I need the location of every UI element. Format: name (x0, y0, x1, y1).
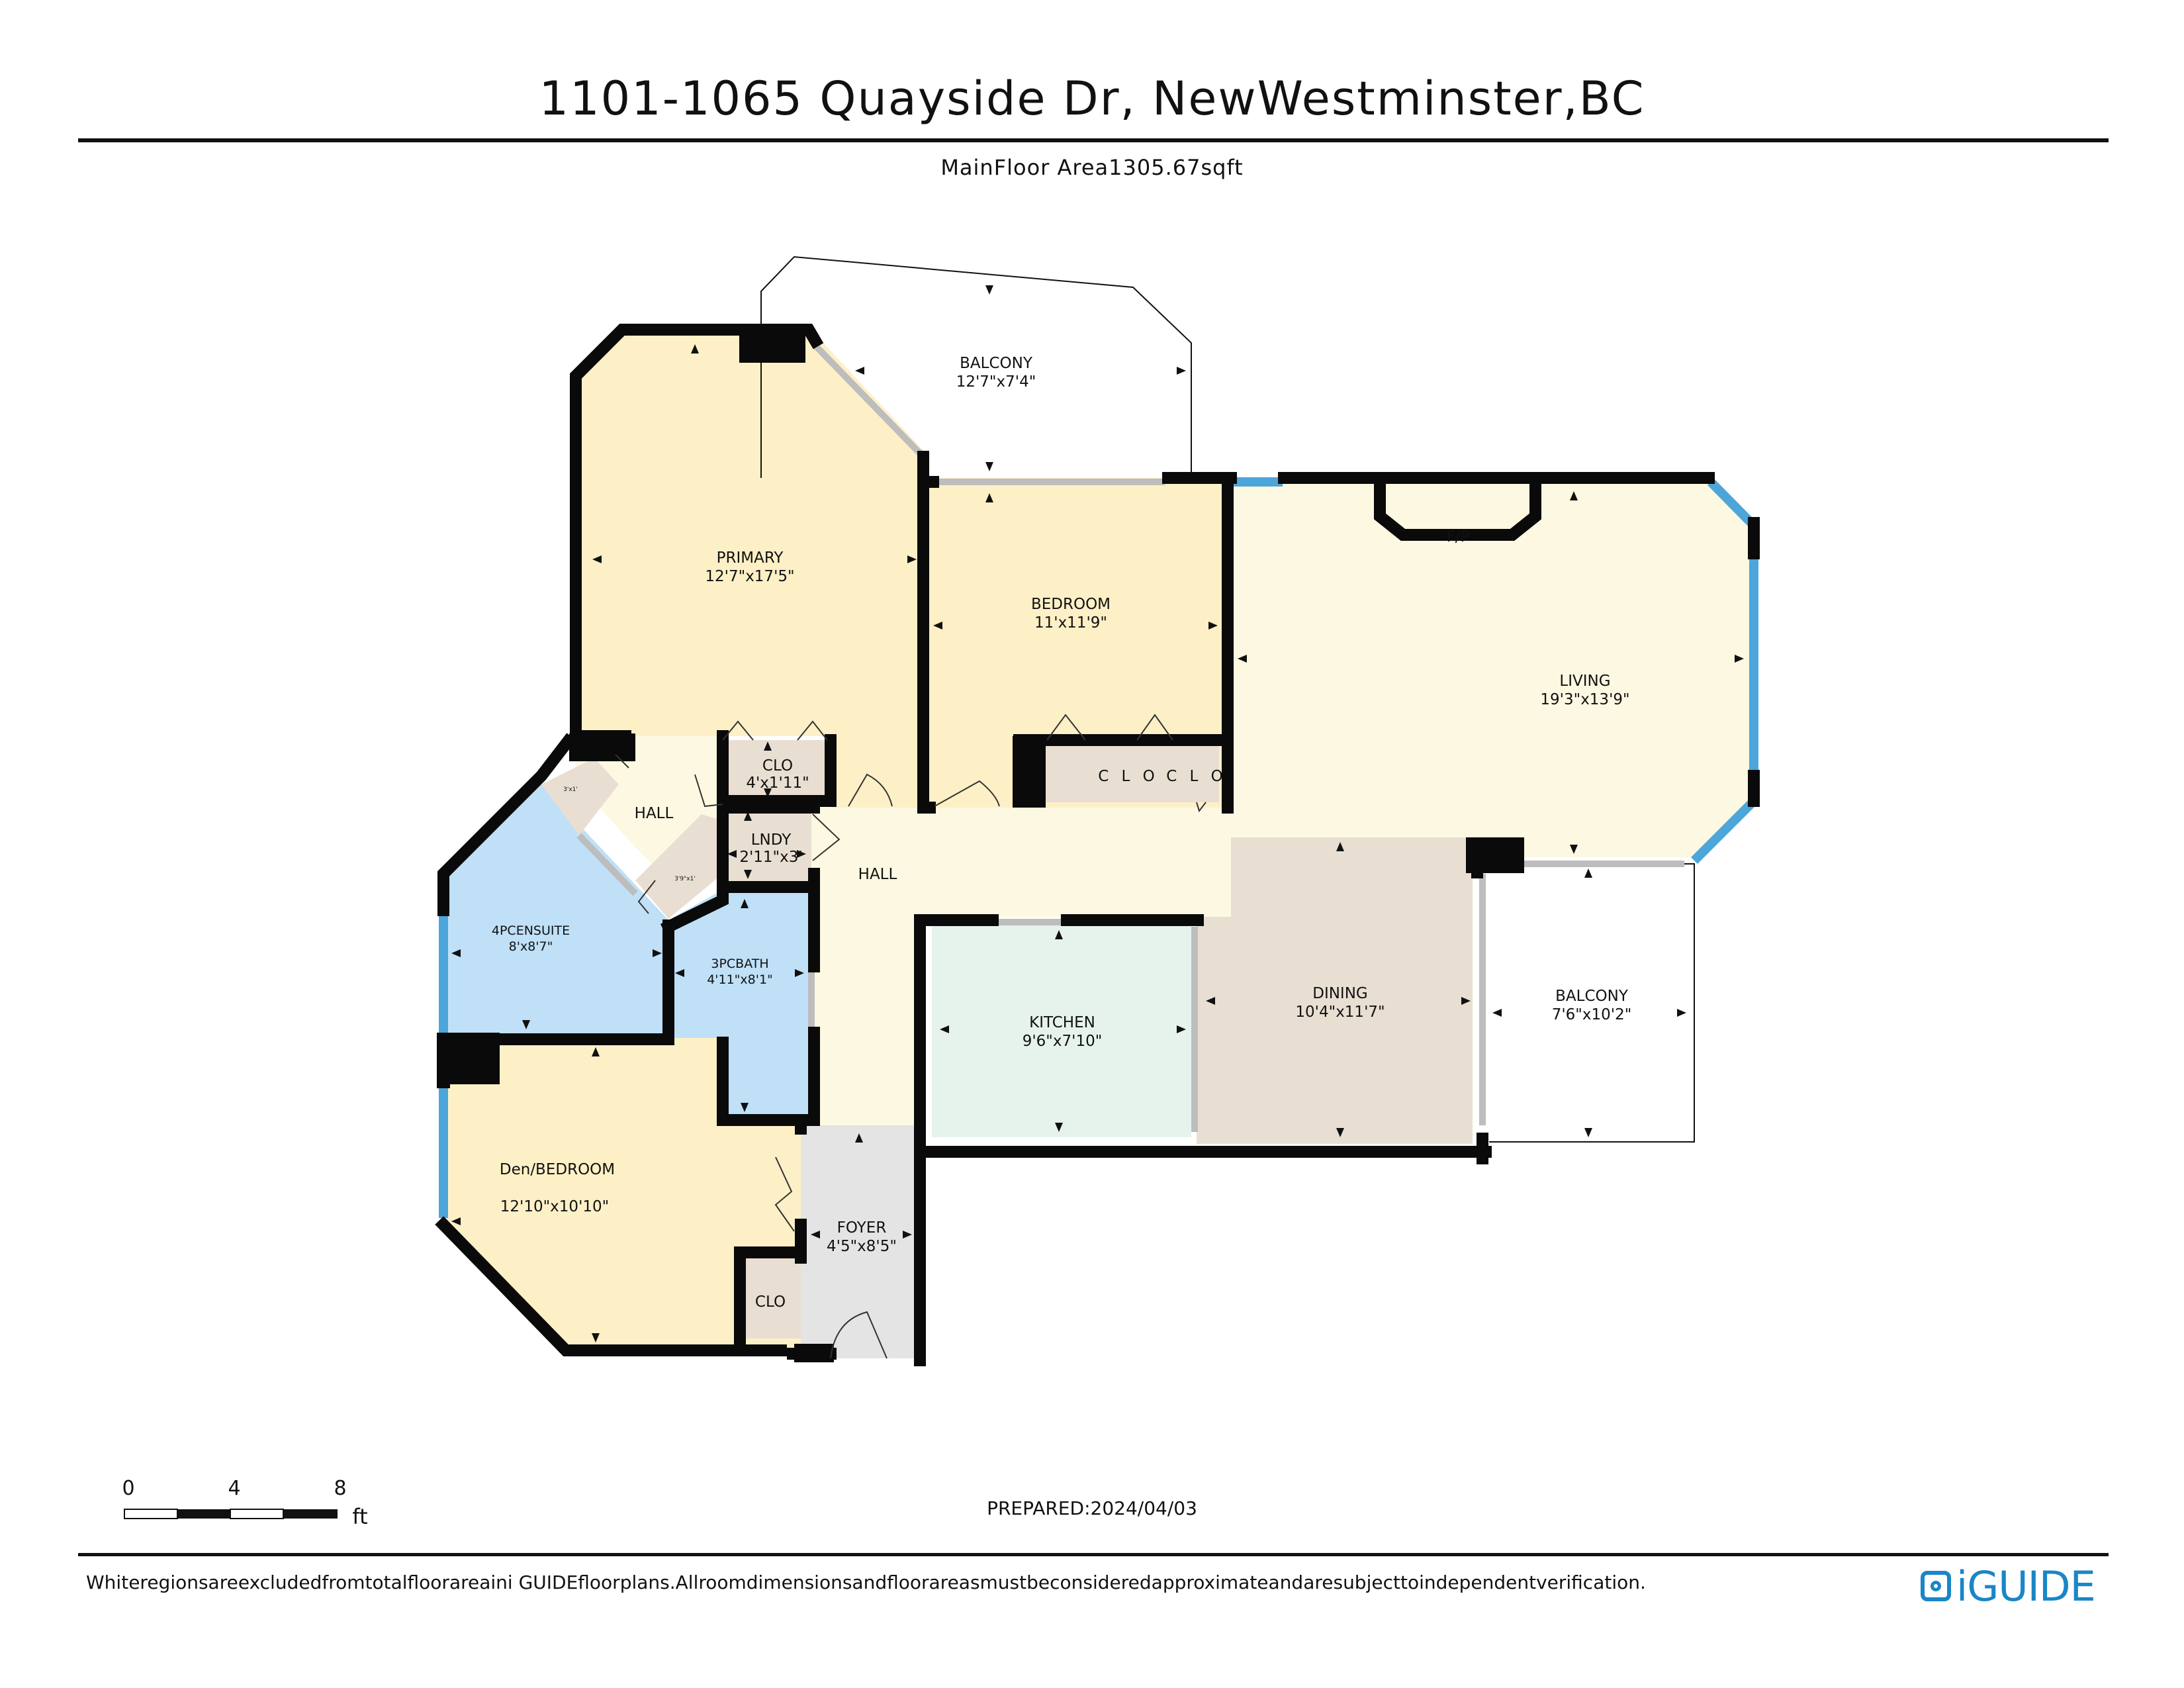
scale-unit: ft (352, 1504, 367, 1529)
disclaimer: Whiteregionsareexcludedfromtotalfloorare… (86, 1571, 1646, 1593)
floor-area-subtitle: MainFloor Area1305.67sqft (940, 155, 1244, 180)
label-balcony-top: BALCONY (960, 355, 1033, 372)
room-lndy (727, 809, 811, 883)
room-cl-small-1 (541, 758, 619, 835)
iguide-logo-icon (1921, 1571, 1951, 1601)
dims-ensuite: 8'x8'7" (509, 939, 553, 954)
room-labels: BALCONY 12'7"x7'4" PRIMARY 12'7"x17'5" B… (492, 355, 1631, 1311)
room-clo-primary (723, 740, 831, 798)
label-cl-small-2: 3'9"x1' (674, 876, 696, 882)
room-dining (1197, 837, 1473, 1144)
room-living (1228, 478, 1754, 857)
dims-clo-primary: 4'x1'11" (746, 774, 809, 792)
room-3pc-bath (668, 892, 811, 1120)
scale-tick-8: 8 (334, 1477, 346, 1500)
label-clo-bedroom-2: C L O (1166, 768, 1227, 785)
label-3pc-bath: 3PCBATH (711, 957, 768, 971)
dims-kitchen: 9'6"x7'10" (1023, 1033, 1103, 1050)
iguide-logo-text: iGUIDE (1956, 1562, 2096, 1611)
room-clo-bedroom (1043, 740, 1219, 802)
dimension-arrows (451, 285, 1744, 1342)
dims-3pc-bath: 4'11"x8'1" (707, 972, 773, 987)
label-clo-primary: CLO (762, 757, 793, 774)
label-hall-main: HALL (858, 866, 897, 883)
room-den (443, 1038, 801, 1350)
header-rule (78, 138, 2109, 142)
label-foyer: FOYER (837, 1219, 887, 1237)
scale-tick-4: 4 (228, 1477, 240, 1500)
walls (435, 324, 1760, 1366)
room-cl-small-2 (635, 814, 723, 919)
label-living: LIVING (1559, 673, 1610, 690)
scale-tick-0: 0 (122, 1477, 134, 1500)
dims-lndy: 2'11"x3' (739, 849, 802, 866)
dims-den: 12'10"x10'10" (500, 1198, 609, 1215)
label-dining: DINING (1312, 985, 1368, 1002)
door-swings (615, 714, 1206, 1359)
floor-plan: BALCONY 12'7"x7'4" PRIMARY 12'7"x17'5" B… (435, 256, 1760, 1366)
room-ensuite (443, 784, 668, 1038)
label-primary: PRIMARY (717, 549, 784, 567)
label-lndy: LNDY (751, 831, 792, 849)
dims-balcony-right: 7'6"x10'2" (1552, 1006, 1632, 1023)
scale-bar: 0 4 8 ft (122, 1477, 367, 1529)
dims-foyer: 4'5"x8'5" (827, 1238, 897, 1255)
label-clo-bedroom-1: C L O (1098, 768, 1159, 785)
dims-primary: 12'7"x17'5" (705, 568, 794, 585)
label-fireplace: F/P (1447, 528, 1470, 545)
page-title: 1101-1065 Quayside Dr, NewWestminster,BC (539, 71, 1645, 126)
room-foyer (801, 1125, 920, 1358)
label-balcony-right: BALCONY (1555, 988, 1629, 1005)
footer-rule (78, 1553, 2109, 1556)
wall-blocks (437, 324, 1524, 1362)
dims-balcony-top: 12'7"x7'4" (956, 373, 1036, 391)
dims-bedroom: 11'x11'9" (1034, 614, 1107, 632)
prepared-date: PREPARED:2024/04/03 (987, 1497, 1197, 1519)
room-primary (576, 330, 923, 808)
label-kitchen: KITCHEN (1029, 1014, 1095, 1031)
label-den: Den/BEDROOM (500, 1161, 615, 1178)
room-kitchen (932, 924, 1191, 1137)
dims-living: 19'3"x13'9" (1540, 691, 1629, 708)
label-ensuite: 4PCENSUITE (492, 923, 570, 938)
label-cl-small-1: 3'x1' (563, 786, 578, 793)
iguide-logo: iGUIDE (1921, 1560, 2096, 1613)
balcony-top-outline (760, 256, 1192, 478)
label-bedroom: BEDROOM (1031, 596, 1111, 613)
dims-dining: 10'4"x11'7" (1295, 1004, 1385, 1021)
room-hall-main (811, 808, 1231, 1125)
windows (439, 477, 1758, 1218)
sliding-doors (576, 342, 1684, 1132)
label-clo-den: CLO (755, 1293, 786, 1311)
room-clo-den (740, 1252, 801, 1338)
label-hall-upper: HALL (635, 805, 674, 822)
